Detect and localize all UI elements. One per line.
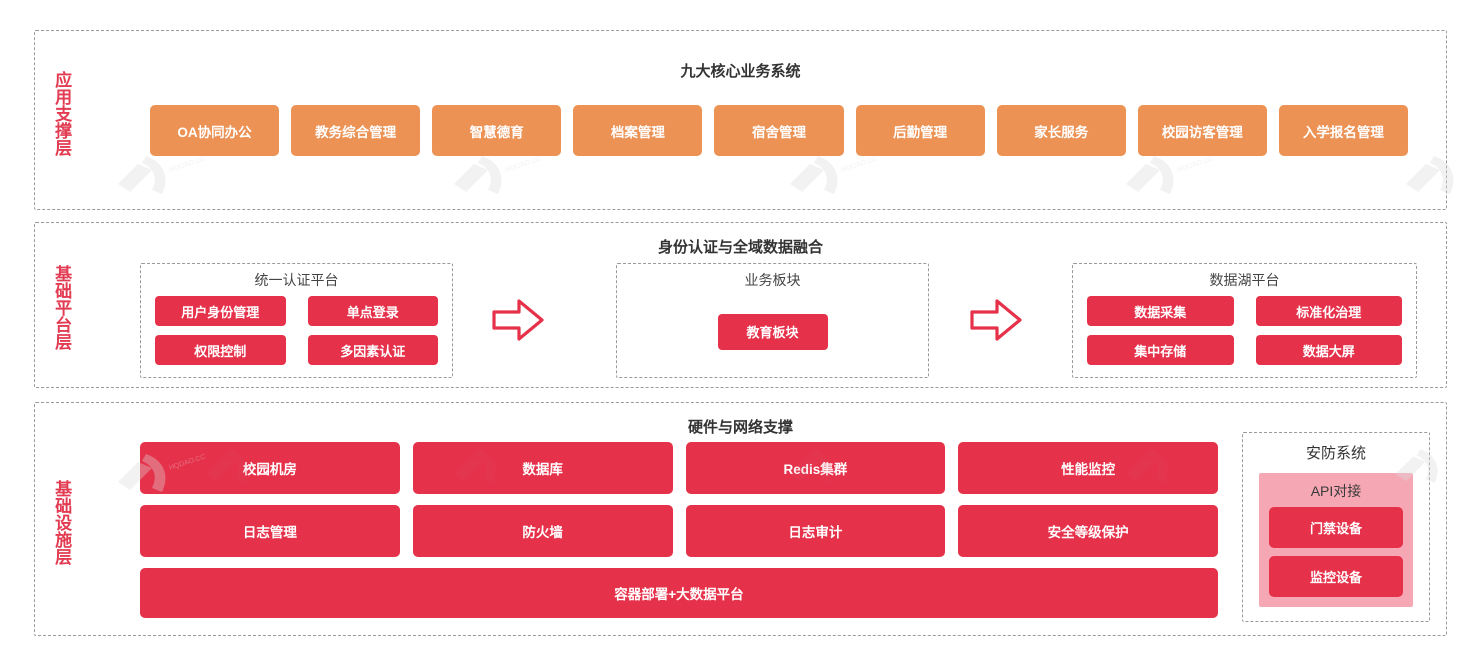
business-module-items: 教育板块 [617, 298, 928, 365]
system-box[interactable]: 宿舍管理 [714, 105, 844, 156]
security-device-box[interactable]: 门禁设备 [1269, 507, 1403, 548]
lake-item[interactable]: 数据大屏 [1255, 335, 1402, 365]
panel-title-security-system: 安防系统 [1305, 445, 1366, 462]
data-lake-items: 数据采集 标准化治理 集中存储 数据大屏 [1087, 296, 1402, 365]
panel-security-system: 安防系统 API对接 门禁设备 监控设备 [1242, 432, 1430, 622]
application-systems-row: OA协同办公 教务综合管理 智慧德育 档案管理 宿舍管理 后勤管理 家长服务 校… [150, 105, 1408, 156]
arrow-right-icon [968, 297, 1024, 343]
security-devices: 门禁设备 监控设备 [1269, 507, 1403, 597]
auth-item[interactable]: 单点登录 [307, 296, 438, 326]
unified-auth-items: 用户身份管理 单点登录 权限控制 多因素认证 [155, 296, 438, 365]
layer-basic-platform [34, 222, 1447, 388]
infra-box[interactable]: 校园机房 [140, 442, 400, 494]
business-item[interactable]: 教育板块 [717, 313, 828, 350]
lake-item[interactable]: 标准化治理 [1255, 296, 1402, 326]
panel-title-data-lake: 数据湖平台 [1209, 272, 1280, 288]
layer-infrastructure [34, 402, 1447, 636]
layer-label-infrastructure: 基础设施层 [52, 479, 72, 565]
panel-title-business-module: 业务板块 [744, 272, 801, 288]
infra-box[interactable]: Redis集群 [685, 442, 946, 494]
layer-title-platform: 身份认证与全域数据融合 [657, 239, 823, 256]
system-box[interactable]: 智慧德育 [432, 105, 562, 156]
api-integration-box: API对接 门禁设备 监控设备 [1259, 473, 1413, 607]
infrastructure-wide-row: 容器部署+大数据平台 [140, 568, 1218, 618]
layer-title-application: 九大核心业务系统 [680, 63, 801, 80]
auth-item[interactable]: 多因素认证 [307, 335, 438, 365]
auth-item[interactable]: 权限控制 [155, 335, 286, 365]
lake-item[interactable]: 集中存储 [1087, 335, 1234, 365]
layer-label-application: 应用支撑层 [52, 70, 72, 156]
infra-box[interactable]: 数据库 [412, 442, 673, 494]
layer-application-support [34, 30, 1447, 210]
panel-unified-auth: 统一认证平台 用户身份管理 单点登录 权限控制 多因素认证 [140, 263, 453, 378]
system-box[interactable]: 入学报名管理 [1278, 105, 1408, 156]
infra-box[interactable]: 日志管理 [140, 505, 400, 557]
infra-box[interactable]: 防火墙 [412, 505, 673, 557]
panel-data-lake: 数据湖平台 数据采集 标准化治理 集中存储 数据大屏 [1072, 263, 1417, 378]
infra-wide-box[interactable]: 容器部署+大数据平台 [140, 568, 1218, 618]
system-box[interactable]: 教务综合管理 [291, 105, 421, 156]
infra-box[interactable]: 日志审计 [685, 505, 946, 557]
api-integration-title: API对接 [1310, 483, 1362, 499]
security-device-box[interactable]: 监控设备 [1269, 556, 1403, 597]
system-box[interactable]: OA协同办公 [150, 105, 280, 156]
system-box[interactable]: 校园访客管理 [1137, 105, 1267, 156]
infra-box[interactable]: 性能监控 [958, 442, 1218, 494]
layer-label-platform: 基础平台层 [52, 264, 72, 350]
infrastructure-row-2: 日志管理 防火墙 日志审计 安全等级保护 [140, 505, 1218, 557]
infrastructure-row-1: 校园机房 数据库 Redis集群 性能监控 [140, 442, 1218, 494]
auth-item[interactable]: 用户身份管理 [155, 296, 286, 326]
panel-business-module: 业务板块 教育板块 [616, 263, 929, 378]
system-box[interactable]: 档案管理 [573, 105, 703, 156]
arrow-right-icon [490, 297, 546, 343]
layer-title-infrastructure: 硬件与网络支撑 [687, 419, 793, 436]
system-box[interactable]: 家长服务 [996, 105, 1126, 156]
system-box[interactable]: 后勤管理 [855, 105, 985, 156]
infra-box[interactable]: 安全等级保护 [958, 505, 1218, 557]
lake-item[interactable]: 数据采集 [1087, 296, 1234, 326]
infrastructure-boxes: 校园机房 数据库 Redis集群 性能监控 日志管理 防火墙 日志审计 安全等级… [140, 442, 1218, 618]
panel-title-unified-auth: 统一认证平台 [254, 272, 339, 288]
